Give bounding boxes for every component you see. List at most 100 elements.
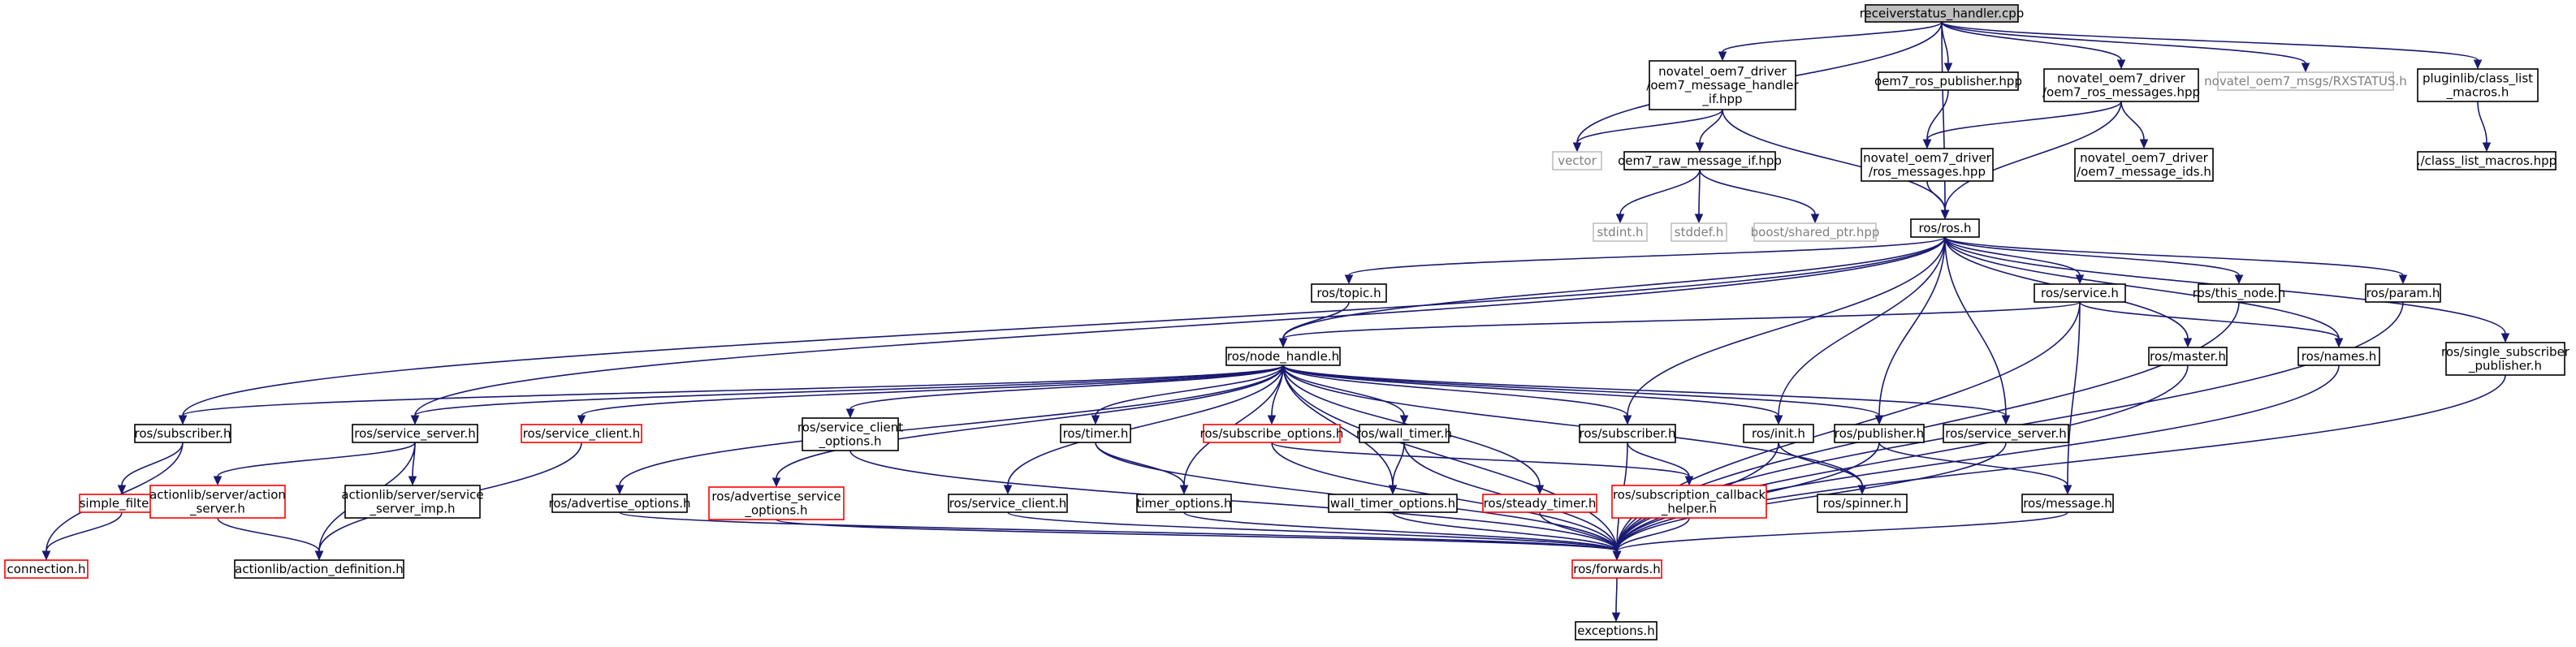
node-srv-client-opts[interactable]: ros/service_client_options.h [797,417,903,451]
node-this-node[interactable]: ros/this_node.h [2193,283,2285,303]
node-init[interactable]: ros/init.h [1743,424,1814,443]
node-label: _server_imp.h [369,502,455,517]
node-box [1611,485,1767,519]
node-action-server[interactable]: actionlib/server/action_server.h [149,485,286,519]
node-param[interactable]: ros/param.h [2365,283,2441,303]
node-label: ros/service_server.h [354,426,476,442]
node-label: boost/shared_ptr.hpp [1751,225,1880,240]
node-timer-opts[interactable]: timer_options.h [1136,494,1232,513]
node-message[interactable]: ros/message.h [2021,494,2114,513]
node-label: ros/service_client [797,421,903,436]
arrowhead-node_handle-to-subscriber_l [178,415,188,425]
arrowhead-simple_filter-to-connection [41,550,51,561]
node-box [1649,60,1796,110]
node-subscriber-l[interactable]: ros/subscriber.h [134,424,231,443]
node-spinner[interactable]: ros/spinner.h [1817,494,1908,513]
node-label: novatel_oem7_driver [2080,151,2209,166]
node-service-client-red[interactable]: ros/service_client.h [521,424,642,443]
node-exceptions[interactable]: exceptions.h [1575,621,1658,641]
edge-class_list-to-class_list2 [2477,101,2487,144]
node-class-list2[interactable]: ./class_list_macros.hpp [2417,151,2557,170]
edge-ros_h-to-this_node [1944,236,2240,276]
node-sub-cb-helper[interactable]: ros/subscription_callback_helper.h [1611,485,1767,519]
node-box [1865,4,2019,23]
node-single-sub[interactable]: ros/single_subscriber_publisher.h [2441,342,2570,376]
node-service-server-l[interactable]: ros/service_server.h [352,424,478,443]
edge-root-to-class_list [1941,21,2479,61]
arrowhead-handler_if-to-vector [1572,142,1582,153]
node-label: ./class_list_macros.hpp [2417,153,2557,169]
node-root[interactable]: receiverstatus_handler.cpp [1860,4,2025,23]
node-box [1743,424,1814,443]
node-box [1359,424,1450,443]
node-box [1225,347,1341,366]
node-action-server-imp[interactable]: actionlib/server/service_server_imp.h [341,485,484,519]
arrowhead-service_server_l-to-action_server_imp [408,476,417,486]
node-label: ros/subscribe_options.h [1200,426,1344,442]
node-handler-if[interactable]: novatel_oem7_driver/oem7_message_handler… [1646,60,1799,110]
node-node-handle[interactable]: ros/node_handle.h [1225,347,1341,366]
node-box [134,424,231,443]
node-wall-timer-opts[interactable]: wall_timer_options.h [1328,494,1458,513]
node-box [1060,424,1131,443]
edge-node_handle-to-srv_client_opts [849,364,1284,410]
node-service-client-b[interactable]: ros/service_client.h [948,494,1068,513]
node-action-def[interactable]: actionlib/action_definition.h [234,559,404,579]
node-timer[interactable]: ros/timer.h [1060,424,1131,443]
node-master[interactable]: ros/master.h [2148,347,2228,366]
edge-ros_h-to-init [1778,236,1946,416]
arrowhead-root-to-handler_if [1718,51,1727,62]
node-service[interactable]: ros/service.h [2034,283,2126,303]
edge-ros_h-to-publisher [1878,236,1946,416]
node-service-server-r[interactable]: ros/service_server.h [1943,424,2069,443]
node-label: /oem7_message_ids.h [2077,165,2211,180]
edge-layer [41,21,2510,623]
edge-service_server_r-to-forwards [1616,442,2007,552]
node-label: wall_timer_options.h [1330,496,1455,511]
node-adv-srv-opts[interactable]: ros/advertise_service_options.h [708,486,845,520]
node-subscriber-m[interactable]: ros/subscriber.h [1579,424,1676,443]
node-class-list[interactable]: pluginlib/class_list_macros.h [2417,68,2539,102]
node-label: ros/forwards.h [1573,562,1660,576]
node-sub-opts[interactable]: ros/subscribe_options.h [1200,424,1344,443]
node-box [2365,283,2441,303]
arrowhead-ros_messages_hpp-to-msg_ids [2139,139,2149,149]
node-topic[interactable]: ros/topic.h [1311,283,1387,303]
edge-service_server_l-to-action_server [217,442,416,477]
edge-ros_pub_hpp-to-drv_ros_messages [1926,89,1949,140]
node-rxstatus: novatel_oem7_msgs/RXSTATUS.h [2204,71,2407,91]
arrowhead-ros_h-to-master [2183,338,2193,348]
node-box [948,494,1068,513]
node-names[interactable]: ros/names.h [2297,347,2380,366]
node-label: timer_options.h [1136,496,1231,511]
node-msg-ids[interactable]: novatel_oem7_driver/oem7_message_ids.h [2074,148,2214,182]
node-box [521,424,642,443]
node-connection[interactable]: connection.h [4,559,89,579]
arrowhead-service_client_red-to-action_def [314,550,324,561]
edge-wall_timer_opts-to-forwards [1392,511,1618,552]
node-adv-opts[interactable]: ros/advertise_options.h [549,494,691,513]
node-box [2217,71,2394,91]
node-ros-messages-hpp[interactable]: novatel_oem7_driver/oem7_ros_messages.hp… [2042,68,2200,102]
node-publisher[interactable]: ros/publisher.h [1834,424,1925,443]
arrowhead-node_handle-to-adv_srv_opts [772,477,781,488]
node-ros-pub-hpp[interactable]: oem7_ros_publisher.hpp [1874,71,2022,91]
node-box [802,417,899,451]
node-label: novatel_oem7_driver [1658,64,1787,80]
arrowhead-timer-to-timer_opts [1179,485,1189,495]
node-steady-timer[interactable]: ros/steady_timer.h [1482,494,1597,513]
arrowhead-drv_ros_messages-to-ros_h [1940,209,1950,220]
edge-node_handle-to-subscriber_m [1282,364,1628,416]
node-label: ros/timer.h [1063,426,1129,441]
node-label: ros/master.h [2150,349,2226,364]
node-drv-ros-messages[interactable]: novatel_oem7_driver/ros_messages.hpp [1861,148,1994,182]
edge-ros_h-to-node_handle [1282,236,1946,339]
node-raw-msg-if[interactable]: oem7_raw_message_if.hpp [1618,151,1782,170]
node-ros-h[interactable]: ros/ros.h [1910,218,1980,238]
arrowhead-node_handle-to-adv_opts [615,485,625,495]
node-wall-timer[interactable]: ros/wall_timer.h [1356,424,1452,443]
node-forwards[interactable]: ros/forwards.h [1571,559,1662,579]
node-box [1623,151,1776,170]
node-simple-filter[interactable]: simple_filter.h [79,494,165,513]
edge-node_handle-to-adv_opts [619,364,1284,486]
